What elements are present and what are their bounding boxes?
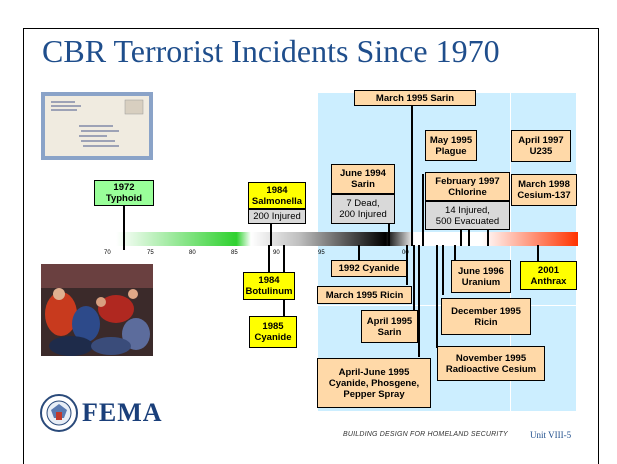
connector-november-1995 bbox=[436, 245, 438, 348]
footer-unit-label: Unit VIII-5 bbox=[530, 430, 572, 440]
timeline-tick-label: 90 bbox=[273, 250, 280, 256]
timeline-gradient-bar bbox=[97, 232, 578, 246]
event-march-1995-sarin: March 1995 Sarin bbox=[354, 90, 476, 106]
victims-photo bbox=[41, 264, 153, 356]
event-1992-cyanide: 1992 Cyanide bbox=[331, 260, 407, 277]
event-december-1995-ricin: December 1995 Ricin bbox=[441, 298, 531, 335]
timeline-tick-label: 75 bbox=[147, 250, 154, 256]
connector-1972-typhoid bbox=[123, 204, 125, 250]
connector-1992-cyanide bbox=[358, 245, 360, 262]
timeline-tick-label: 70 bbox=[104, 250, 111, 256]
event-february-1997-chlorine: February 1997 Chlorine bbox=[425, 172, 510, 201]
connector-may-1995-plague bbox=[422, 174, 424, 246]
event-february-1997-chlorine-detail: 14 Injured, 500 Evacuated bbox=[425, 201, 510, 230]
connector-april-june-1995 bbox=[418, 245, 420, 357]
event-march-1995-ricin: March 1995 Ricin bbox=[317, 286, 412, 304]
event-november-1995-cesium: November 1995 Radioactive Cesium bbox=[437, 346, 545, 381]
event-1984-salmonella: 1984 Salmonella bbox=[248, 182, 306, 209]
slide-border bbox=[23, 28, 599, 464]
connector-june-1996 bbox=[454, 245, 456, 261]
event-1985-cyanide: 1985 Cyanide bbox=[249, 316, 297, 348]
connector-1984-botulinum bbox=[268, 245, 270, 273]
event-1972-typhoid: 1972 Typhoid bbox=[94, 180, 154, 206]
connector-1984-salmonella bbox=[270, 215, 272, 246]
timeline-tick-label: 85 bbox=[231, 250, 238, 256]
event-may-1995-plague: May 1995 Plague bbox=[425, 130, 477, 161]
event-june-1994-sarin-detail: 7 Dead, 200 Injured bbox=[331, 194, 395, 224]
fema-logo: FEMA bbox=[82, 398, 163, 427]
connector-april-1995-sarin bbox=[413, 245, 415, 312]
connector-march-1995-sarin bbox=[411, 103, 413, 246]
timeline-tick-label: 00 bbox=[402, 250, 409, 256]
event-march-1998-cesium: March 1998 Cesium-137 bbox=[511, 174, 577, 206]
event-june-1994-sarin: June 1994 Sarin bbox=[331, 164, 395, 194]
timeline-tick-label: 95 bbox=[318, 250, 325, 256]
event-1984-botulinum: 1984 Botulinum bbox=[243, 272, 295, 300]
panel-divider-vertical bbox=[510, 93, 511, 411]
event-1984-salmonella-detail: 200 Injured bbox=[248, 209, 306, 224]
event-april-june-1995: April-June 1995 Cyanide, Phosgene, Peppe… bbox=[317, 358, 431, 408]
timeline-tick-label: 80 bbox=[189, 250, 196, 256]
event-2001-anthrax: 2001 Anthrax bbox=[520, 261, 577, 290]
dhs-seal-icon bbox=[40, 394, 78, 432]
connector-february-1997 bbox=[460, 230, 462, 246]
connector-december-1995 bbox=[442, 245, 444, 295]
connector-2001-anthrax bbox=[537, 245, 539, 261]
event-april-1995-sarin: April 1995 Sarin bbox=[361, 310, 418, 343]
event-june-1996-uranium: June 1996 Uranium bbox=[451, 260, 511, 293]
footer-course-title: BUILDING DESIGN FOR HOMELAND SECURITY bbox=[343, 431, 508, 438]
event-april-1997-u235: April 1997 U235 bbox=[511, 130, 571, 162]
slide-title: CBR Terrorist Incidents Since 1970 bbox=[42, 33, 500, 69]
envelope-photo bbox=[41, 92, 153, 160]
